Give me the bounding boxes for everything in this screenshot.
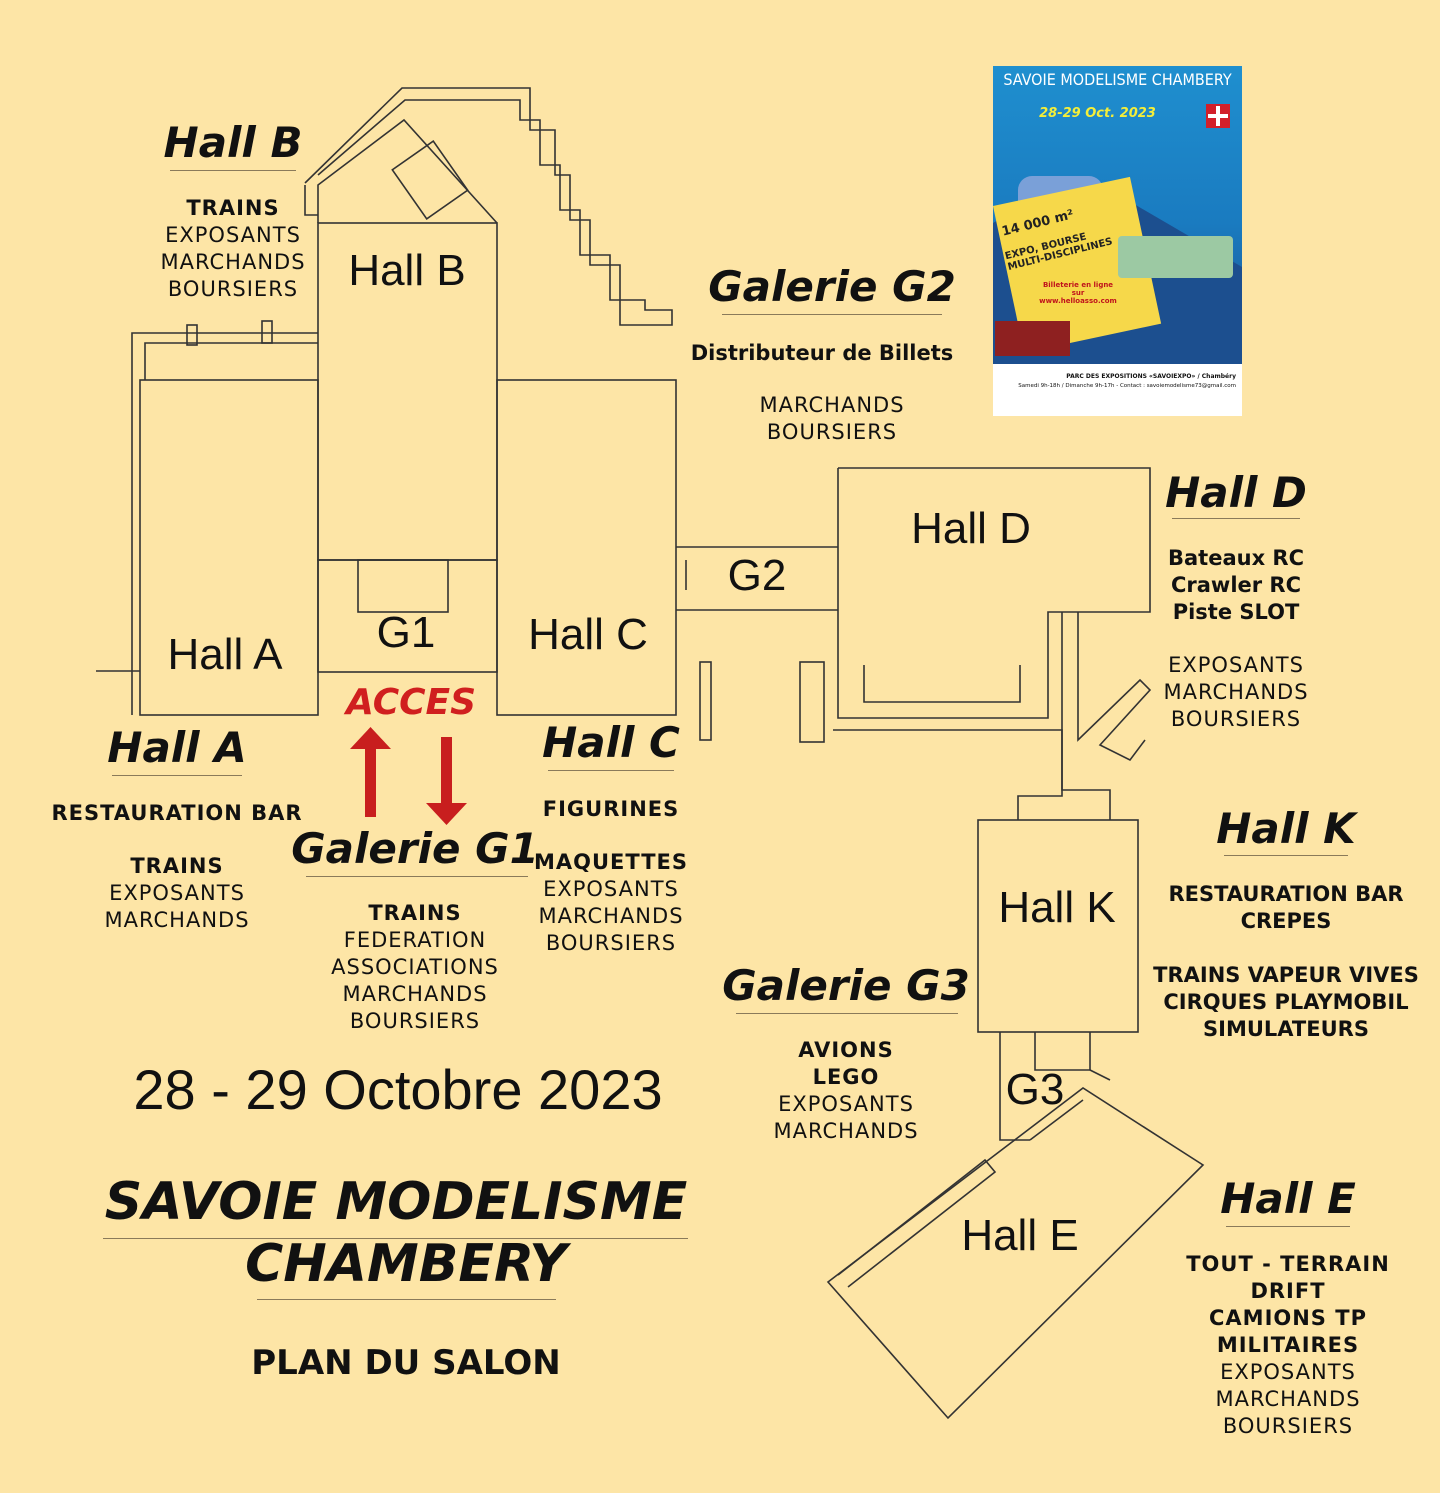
truck-illustration bbox=[995, 321, 1070, 356]
plan-label-g1: G1 bbox=[376, 608, 436, 657]
event-poster: SAVOIE MODELISME CHAMBERY 28-29 Oct. 202… bbox=[993, 66, 1242, 416]
plan-label-hall-e: Hall E bbox=[961, 1211, 1079, 1260]
galerie-g3-heading: Galerie G3 bbox=[722, 961, 970, 1010]
access-label: ACCES bbox=[345, 682, 477, 723]
plan-label-hall-b: Hall B bbox=[348, 246, 466, 295]
plan-label-hall-d: Hall D bbox=[911, 504, 1031, 553]
hall-e-outline bbox=[826, 1087, 1205, 1420]
plan-label-hall-a: Hall A bbox=[167, 630, 283, 679]
poster-date: 28-29 Oct. 2023 bbox=[1039, 106, 1156, 121]
event-title-line1: SAVOIE MODELISME bbox=[104, 1172, 688, 1232]
hall-d-list: EXPOSANTS MARCHANDS BOURSIERS bbox=[1163, 653, 1309, 731]
hall-d-outline bbox=[837, 467, 1151, 719]
galerie-g1-list: TRAINS FEDERATION ASSOCIATIONS MARCHANDS… bbox=[331, 901, 499, 1033]
event-dates: 28 - 29 Octobre 2023 bbox=[133, 1058, 663, 1121]
galerie-g1-heading: Galerie G1 bbox=[291, 824, 539, 873]
hall-k-outline bbox=[977, 819, 1139, 1033]
savoie-flag-icon bbox=[1206, 104, 1230, 128]
hall-b-roof bbox=[317, 118, 498, 224]
hall-c-list: MAQUETTES EXPOSANTS MARCHANDS BOURSIERS bbox=[533, 850, 689, 955]
hall-a-heading: Hall A bbox=[107, 723, 247, 772]
poster-title: SAVOIE MODELISME CHAMBERY bbox=[1003, 70, 1232, 89]
hall-c-figurines: FIGURINES bbox=[542, 797, 680, 821]
hall-k-restauration: RESTAURATION BAR CREPES bbox=[1168, 882, 1404, 933]
hall-e-list: TOUT - TERRAIN DRIFT CAMIONS TP MILITAIR… bbox=[1186, 1252, 1390, 1438]
hall-k-heading: Hall K bbox=[1216, 804, 1356, 853]
hall-a-annex bbox=[131, 332, 318, 715]
hall-b-heading: Hall B bbox=[163, 118, 303, 167]
plan-label-hall-k: Hall K bbox=[998, 883, 1116, 932]
plan-label-g3: G3 bbox=[1005, 1065, 1065, 1114]
access-arrows-icon bbox=[350, 727, 467, 825]
plan-label-hall-c: Hall C bbox=[528, 610, 648, 659]
hall-d-activities: Bateaux RC Crawler RC Piste SLOT bbox=[1167, 546, 1305, 624]
hall-a-list: TRAINS EXPOSANTS MARCHANDS bbox=[104, 854, 250, 932]
hall-c-outline bbox=[496, 379, 677, 716]
hall-a-restauration: RESTAURATION BAR bbox=[51, 801, 303, 825]
hall-d-heading: Hall D bbox=[1165, 468, 1307, 517]
plan-label-g2: G2 bbox=[727, 551, 787, 600]
train-illustration bbox=[1118, 236, 1233, 278]
hall-b-list: TRAINS EXPOSANTS MARCHANDS BOURSIERS bbox=[160, 196, 306, 301]
hall-k-activities: TRAINS VAPEUR VIVES CIRQUES PLAYMOBIL SI… bbox=[1153, 963, 1419, 1041]
galerie-g2-heading: Galerie G2 bbox=[708, 262, 956, 311]
poster-footer bbox=[993, 364, 1242, 416]
event-title-line2: CHAMBERY bbox=[245, 1234, 567, 1294]
galerie-g2-list: MARCHANDS BOURSIERS bbox=[759, 393, 905, 444]
plan-subtitle: PLAN DU SALON bbox=[251, 1343, 561, 1383]
hall-b-stairs bbox=[304, 87, 673, 326]
hall-c-heading: Hall C bbox=[542, 718, 680, 767]
galerie-g2-ticket: Distributeur de Billets bbox=[690, 341, 954, 365]
galerie-g3-list: AVIONS LEGO EXPOSANTS MARCHANDS bbox=[773, 1038, 919, 1143]
hall-e-heading: Hall E bbox=[1220, 1174, 1356, 1223]
